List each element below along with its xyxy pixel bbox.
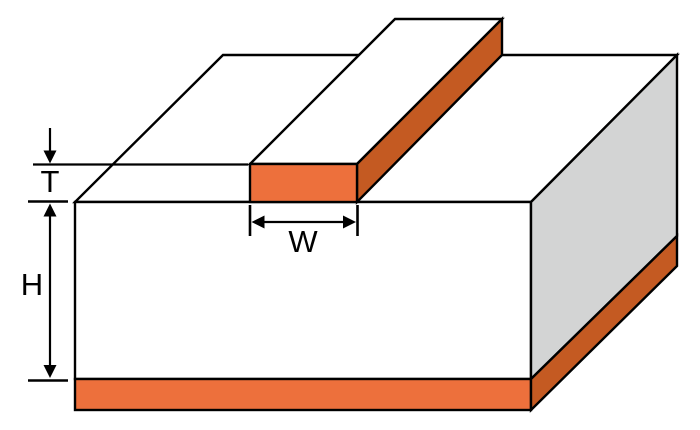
ground-front-face — [73, 377, 533, 412]
ground-plane — [73, 233, 679, 413]
label-strip-thickness: T — [41, 164, 60, 199]
height-arrowhead-down — [43, 365, 57, 378]
ground-right-face — [529, 233, 679, 413]
thickness-dimension: T — [28, 128, 248, 203]
height-arrowhead-up — [43, 203, 57, 217]
conductor-strip — [247, 16, 505, 205]
substrate-front-face — [73, 200, 533, 381]
label-strip-width: W — [288, 224, 318, 259]
width-dimension: W — [248, 205, 359, 259]
width-arrowhead-right — [343, 215, 356, 229]
thickness-arrowhead-down — [43, 150, 57, 164]
width-arrowhead-left — [251, 215, 265, 229]
label-substrate-height: H — [21, 267, 43, 302]
strip-front-face — [248, 162, 359, 204]
height-dimension: H — [21, 203, 68, 382]
